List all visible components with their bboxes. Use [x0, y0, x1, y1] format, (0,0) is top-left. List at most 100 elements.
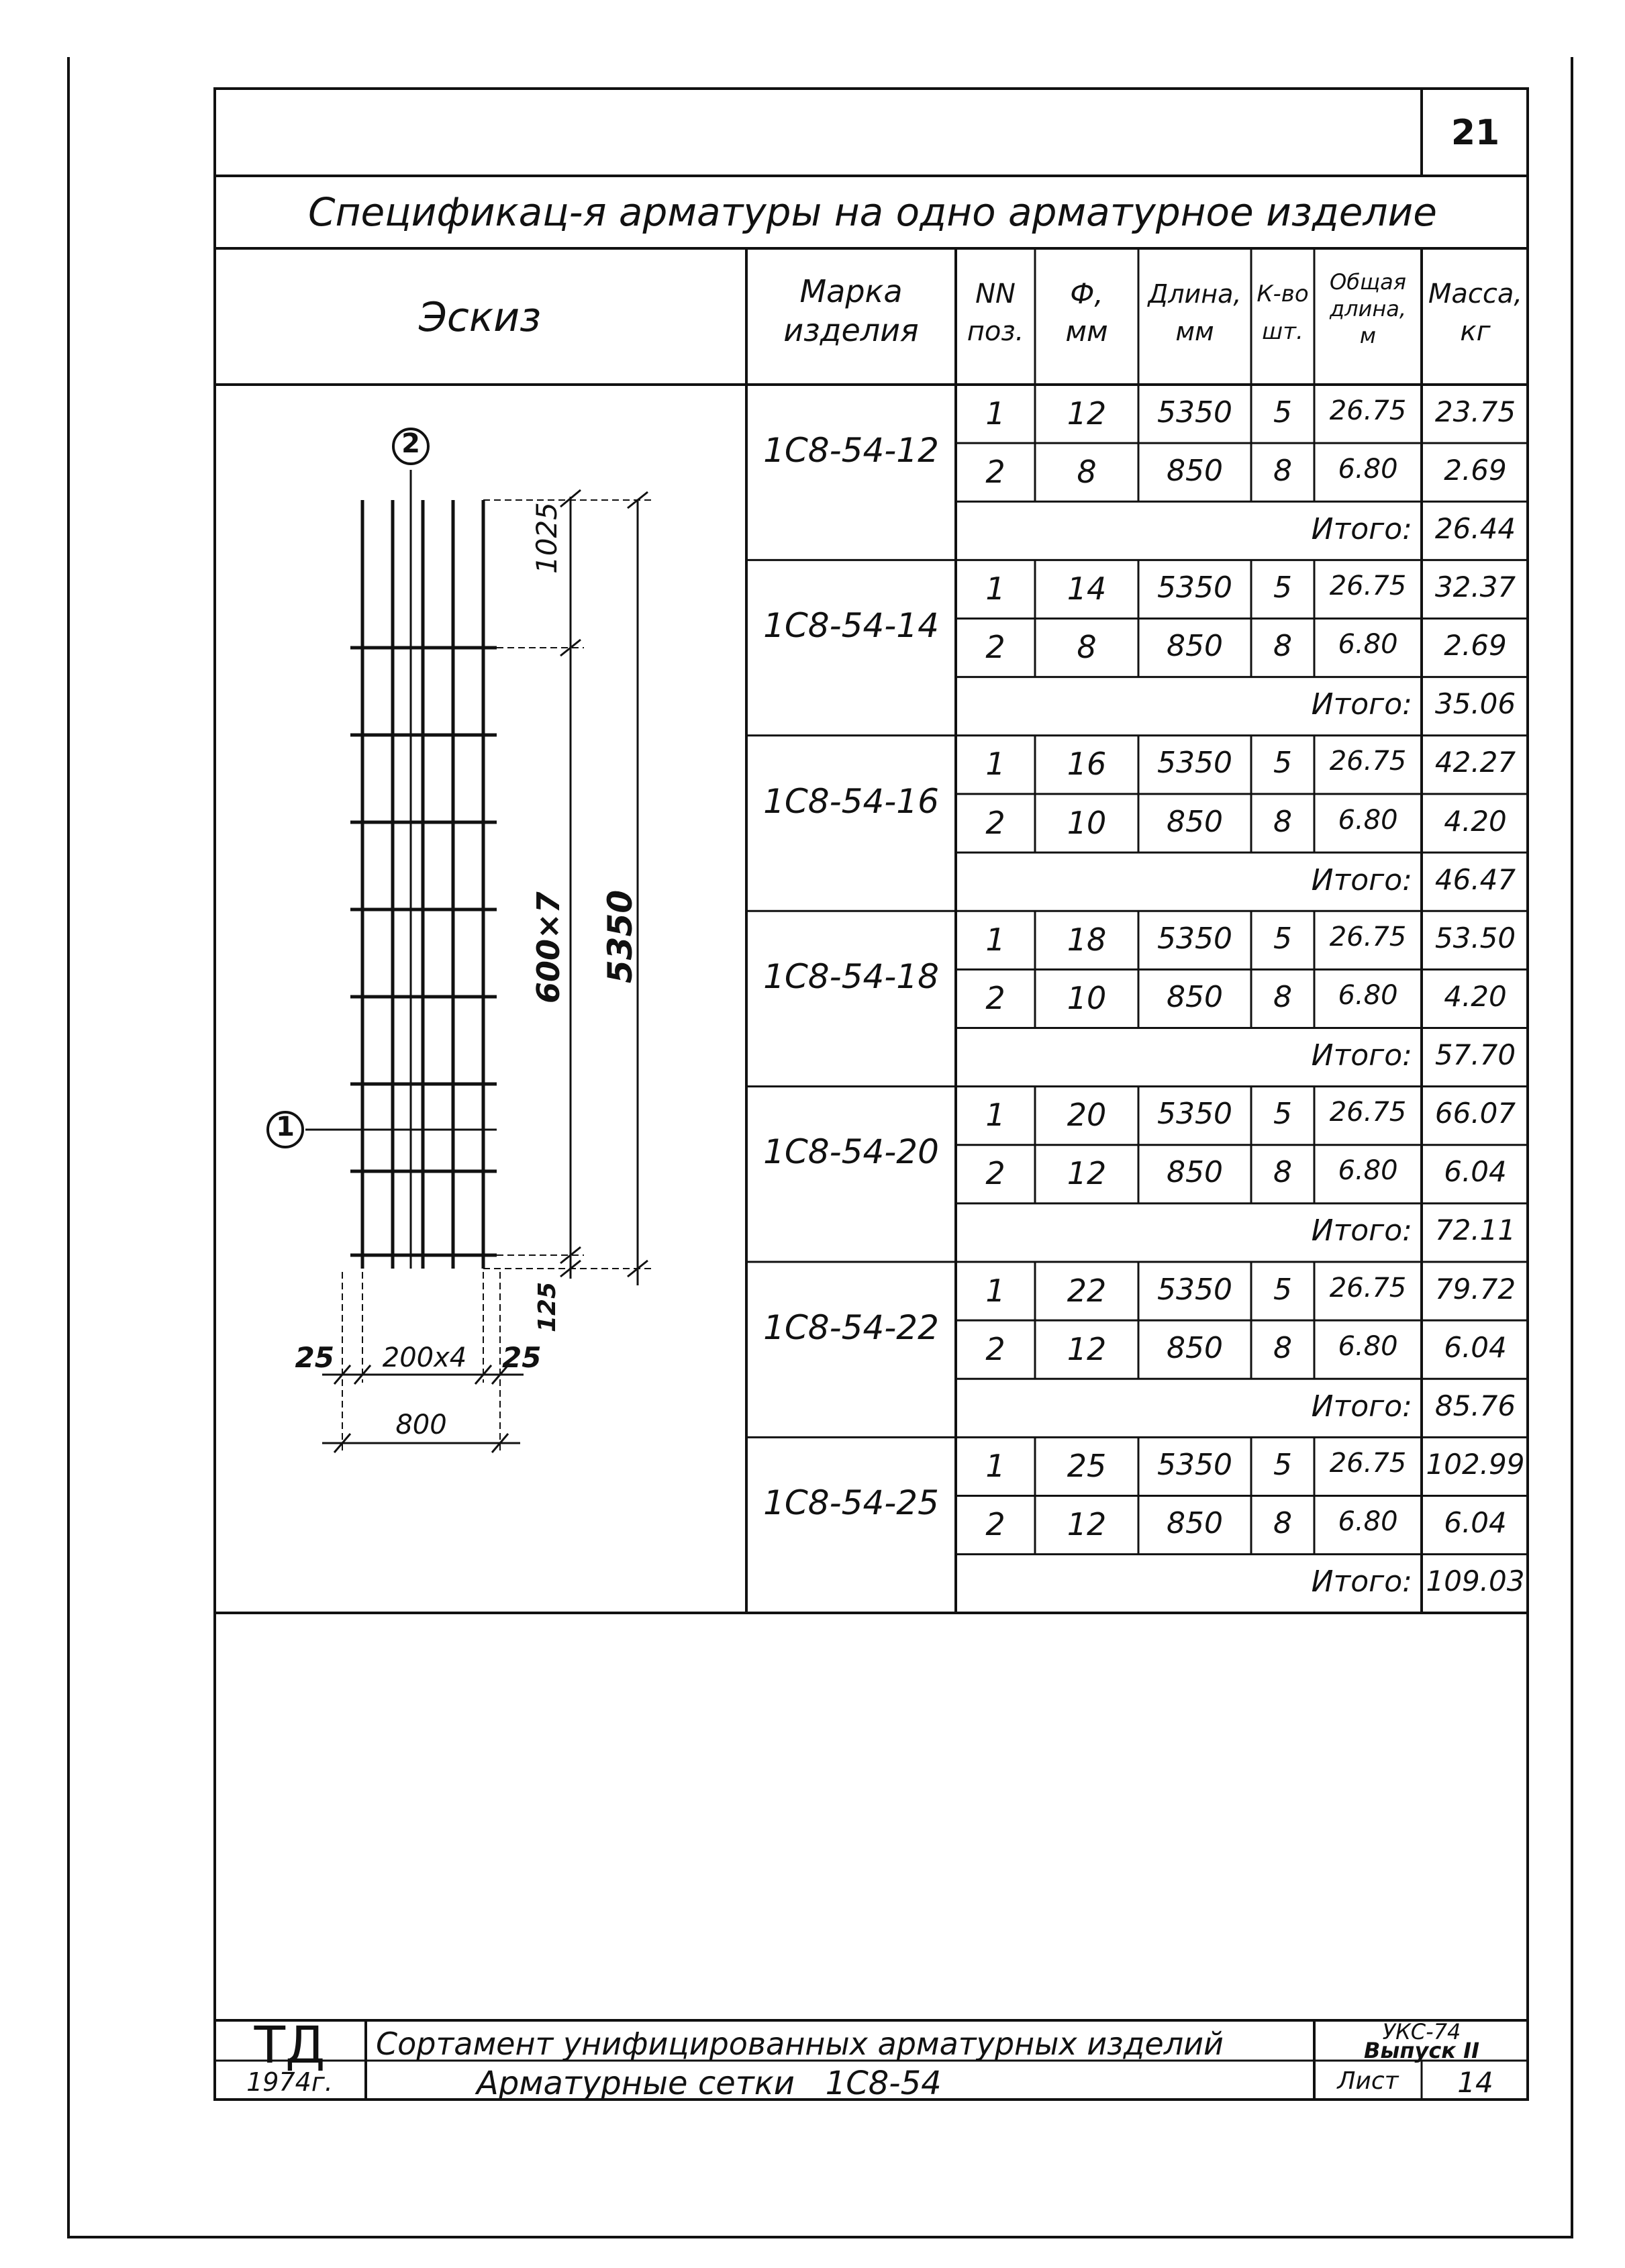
cell-mass: 2.69	[1444, 629, 1507, 662]
cell-dia: 20	[1067, 1097, 1107, 1134]
cell-pos: 1	[985, 921, 1005, 958]
cell-mass: 4.20	[1444, 804, 1507, 838]
cell-total: 26.75	[1329, 570, 1407, 601]
cell-length: 5350	[1157, 570, 1232, 605]
header-qty-line1: К-во	[1257, 281, 1309, 307]
dim-125: 125	[534, 1281, 561, 1332]
header-dia-line1: Ф,	[1070, 277, 1103, 310]
header-mark-line2: изделия	[783, 312, 919, 348]
cell-pos: 1	[985, 1097, 1005, 1134]
cell-qty: 5	[1273, 570, 1292, 605]
cell-qty: 8	[1273, 1506, 1292, 1541]
dim-800: 800	[395, 1410, 447, 1440]
header-pos: NN поз.	[956, 275, 1035, 350]
callout-pos-2: 2	[401, 428, 420, 459]
logo-td: ТД	[254, 2015, 326, 2075]
sum-label: Итого:	[1311, 1565, 1412, 1599]
sum-value: 46.47	[1434, 862, 1516, 896]
header-total-length-line1: Общая	[1330, 269, 1406, 295]
sum-label: Итого:	[1311, 1038, 1412, 1073]
cell-mass: 42.27	[1434, 746, 1516, 779]
cell-qty: 5	[1273, 1272, 1292, 1307]
cell-mass: 32.37	[1434, 570, 1516, 603]
cell-qty: 5	[1273, 746, 1292, 781]
sum-value: 57.70	[1434, 1038, 1516, 1072]
cell-pos: 1	[985, 1272, 1005, 1309]
header-pos-line2: поз.	[967, 316, 1024, 347]
sum-value: 109.03	[1426, 1565, 1525, 1598]
header-dia-line2: мм	[1065, 315, 1108, 348]
header-sketch: Эскиз	[418, 294, 542, 341]
sum-label: Итого:	[1311, 1214, 1412, 1248]
cell-total: 26.75	[1329, 746, 1407, 777]
outer-frame	[67, 57, 1573, 2238]
dim-600x7: 600×7	[530, 891, 567, 1003]
cell-length: 5350	[1157, 1097, 1232, 1132]
cell-length: 5350	[1157, 395, 1232, 430]
cell-dia: 10	[1067, 804, 1107, 841]
cell-mass: 2.69	[1444, 453, 1507, 487]
sheet-number: 21	[1450, 113, 1500, 153]
product-mark: 1С8-54-18	[763, 956, 939, 996]
cell-total: 6.80	[1338, 979, 1398, 1011]
cell-mass: 6.04	[1444, 1506, 1507, 1540]
code-line2: Выпуск II	[1364, 2038, 1479, 2063]
dim-1025: 1025	[530, 502, 563, 574]
spec-title: Спецификац-я арматуры на одно арматурное…	[308, 189, 1437, 235]
dim-25-right: 25	[502, 1341, 542, 1374]
cell-dia: 12	[1067, 1155, 1107, 1192]
cell-total: 6.80	[1338, 453, 1398, 485]
sum-value: 72.11	[1434, 1214, 1516, 1247]
header-mass: Масса, кг	[1422, 275, 1529, 350]
cell-dia: 12	[1067, 395, 1107, 432]
sheet-label: Лист	[1337, 2067, 1399, 2095]
cell-total: 6.80	[1338, 629, 1398, 660]
cell-total: 6.80	[1338, 804, 1398, 836]
year: 1974г.	[246, 2067, 333, 2097]
cell-qty: 5	[1273, 1447, 1292, 1482]
cell-qty: 8	[1273, 1155, 1292, 1190]
cell-dia: 12	[1067, 1506, 1107, 1543]
cell-total: 26.75	[1329, 1097, 1407, 1128]
cell-pos: 2	[985, 1155, 1005, 1192]
cell-length: 5350	[1157, 921, 1232, 956]
cell-qty: 8	[1273, 453, 1292, 488]
cell-total: 6.80	[1338, 1155, 1398, 1187]
sum-label: Итого:	[1311, 687, 1412, 722]
code-line1: УКС-74	[1382, 2019, 1461, 2044]
cell-total: 6.80	[1338, 1506, 1398, 1538]
cell-mass: 79.72	[1434, 1272, 1516, 1305]
sum-value: 26.44	[1434, 511, 1516, 545]
product-mark: 1С8-54-25	[763, 1483, 939, 1523]
cell-length: 5350	[1157, 1272, 1232, 1307]
cell-dia: 8	[1077, 453, 1097, 490]
cell-dia: 10	[1067, 979, 1107, 1016]
cell-dia: 18	[1067, 921, 1107, 958]
drawing-frame	[213, 87, 1529, 2101]
cell-mass: 53.50	[1434, 921, 1516, 954]
cell-qty: 5	[1273, 395, 1292, 430]
cell-length: 5350	[1157, 746, 1232, 781]
cell-mass: 4.20	[1444, 979, 1507, 1013]
product-mark: 1С8-54-20	[763, 1132, 939, 1172]
header-mark-line1: Марка	[799, 273, 903, 309]
header-mass-line2: кг	[1460, 316, 1491, 347]
cell-pos: 1	[985, 570, 1005, 607]
callout-pos-1: 1	[276, 1112, 295, 1142]
cell-qty: 8	[1273, 804, 1292, 839]
sheet-title: Арматурные сетки 1С8-54	[477, 2065, 942, 2102]
cell-total: 26.75	[1329, 921, 1407, 952]
cell-mass: 6.04	[1444, 1330, 1507, 1364]
cell-mass: 102.99	[1426, 1447, 1525, 1481]
cell-length: 850	[1167, 629, 1223, 664]
header-qty: К-во шт.	[1251, 275, 1314, 350]
cell-dia: 25	[1067, 1447, 1107, 1484]
cell-length: 850	[1167, 1155, 1223, 1190]
cell-dia: 12	[1067, 1330, 1107, 1367]
cell-dia: 8	[1077, 629, 1097, 666]
product-mark: 1С8-54-22	[763, 1308, 939, 1347]
dim-25-left: 25	[295, 1341, 334, 1374]
cell-mass: 23.75	[1434, 395, 1516, 428]
cell-pos: 2	[985, 453, 1005, 490]
